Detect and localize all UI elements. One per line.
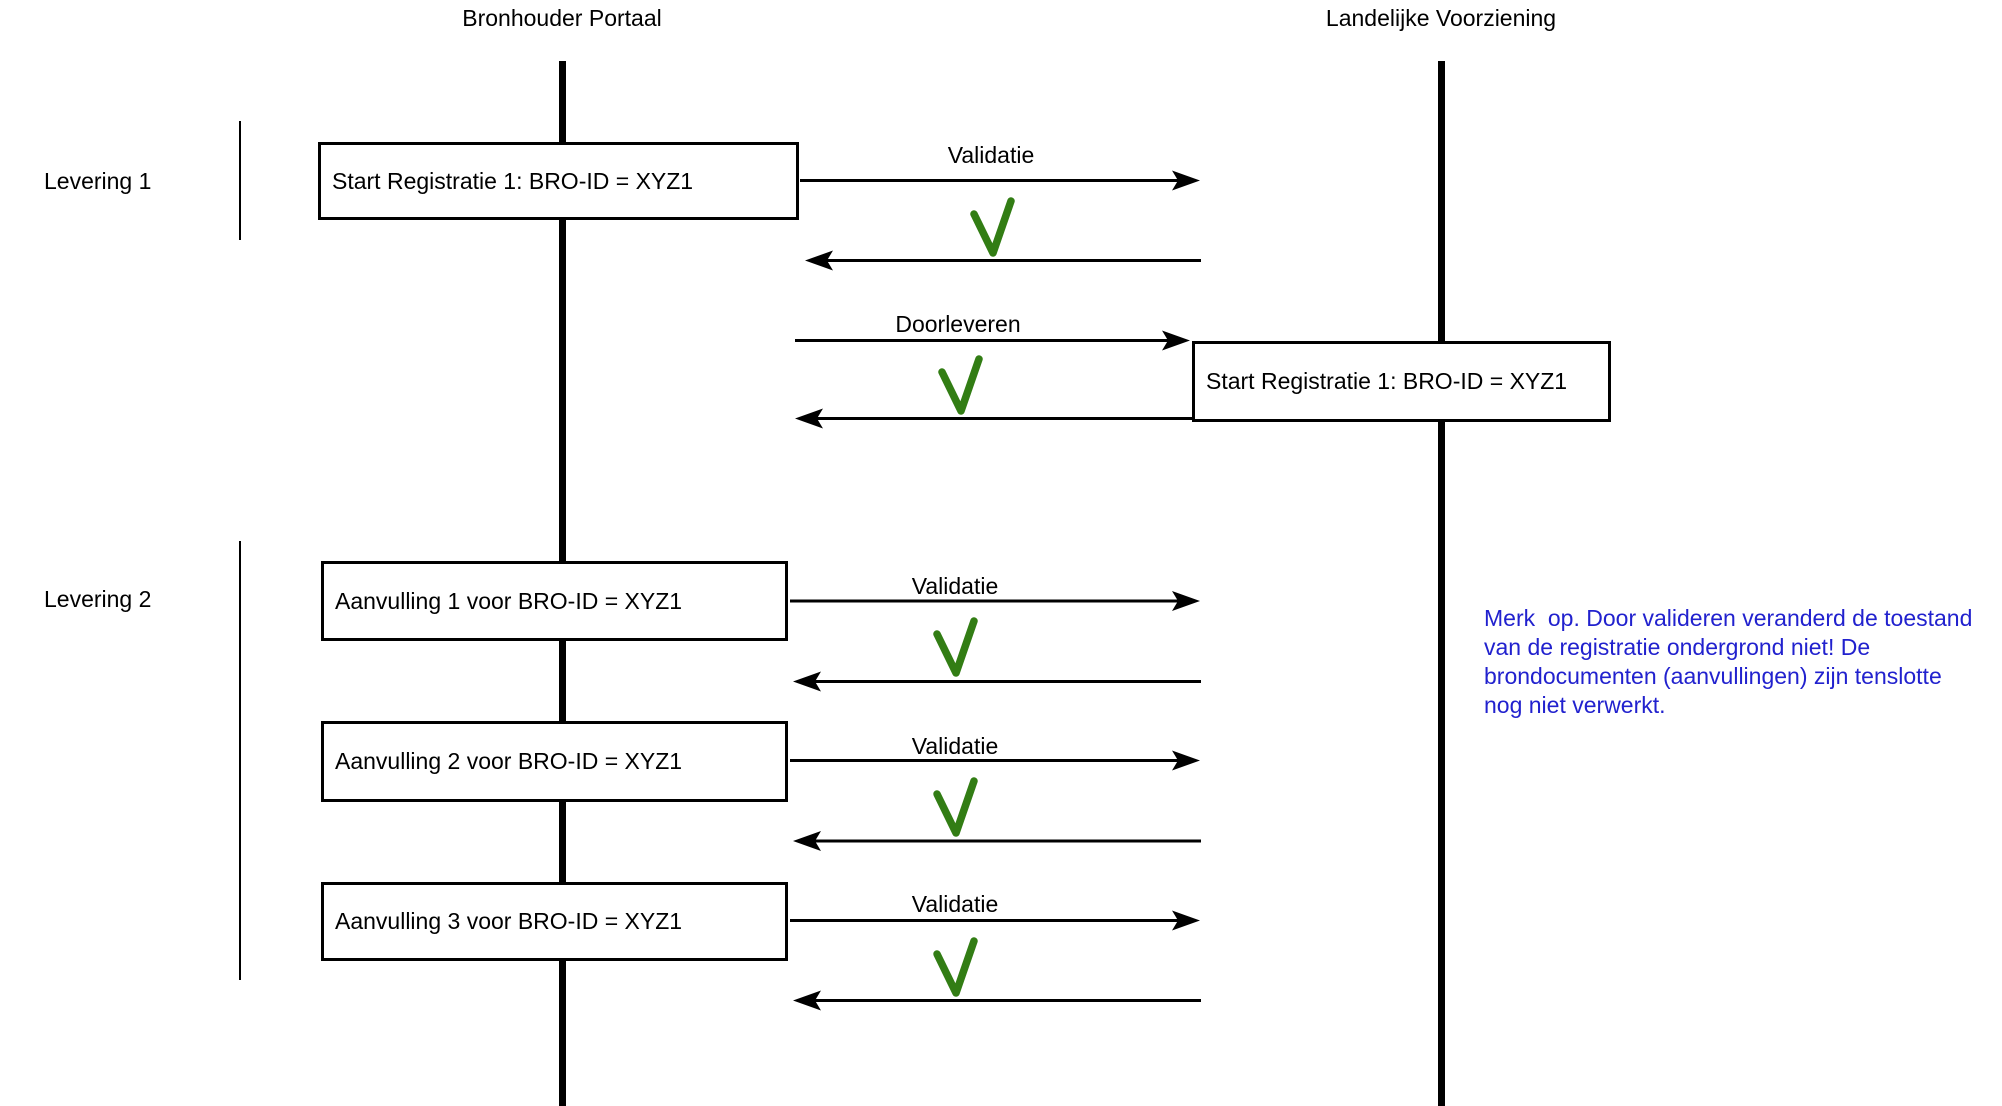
checkmark-icon bbox=[933, 777, 978, 837]
arrow-left-icon bbox=[793, 671, 821, 692]
message-box-text: Aanvulling 3 voor BRO-ID = XYZ1 bbox=[335, 908, 683, 934]
checkmark-icon bbox=[933, 617, 978, 677]
arrow-label-validatie-4: Validatie bbox=[911, 891, 999, 917]
arrow-left-icon bbox=[805, 250, 833, 271]
group-label-levering-2: Levering 2 bbox=[44, 586, 152, 612]
message-box-text: Start Registratie 1: BRO-ID = XYZ1 bbox=[1206, 368, 1568, 394]
arrow-right-icon bbox=[1172, 591, 1200, 611]
message-box-text: Start Registratie 1: BRO-ID = XYZ1 bbox=[332, 167, 694, 194]
checkmark-icon bbox=[933, 937, 978, 997]
arrow-left-icon bbox=[793, 990, 821, 1011]
message-box-start-registratie-portaal: Start Registratie 1: BRO-ID = XYZ1 bbox=[318, 142, 799, 220]
note-line: van de registratie ondergrond niet! De bbox=[1484, 634, 1871, 660]
message-box-text: Aanvulling 2 voor BRO-ID = XYZ1 bbox=[335, 748, 683, 774]
arrow-label-validatie-1: Validatie bbox=[947, 142, 1035, 168]
message-box-aanvulling-2: Aanvulling 2 voor BRO-ID = XYZ1 bbox=[321, 721, 788, 802]
actor-title-landelijke-voorziening: Landelijke Voorziening bbox=[1325, 5, 1557, 31]
note: Merk op. Door valideren veranderd de toe… bbox=[1484, 604, 2002, 720]
arrow-right-icon bbox=[1172, 170, 1200, 191]
actor-title-bronhouder-portaal: Bronhouder Portaal bbox=[462, 5, 662, 31]
arrow-label-doorleveren: Doorleveren bbox=[895, 311, 1021, 337]
arrow-right-icon bbox=[1172, 910, 1200, 931]
arrow-right-icon bbox=[1162, 330, 1190, 351]
arrow-label-validatie-3: Validatie bbox=[911, 733, 999, 759]
message-box-aanvulling-3: Aanvulling 3 voor BRO-ID = XYZ1 bbox=[321, 882, 788, 961]
group-label-levering-1: Levering 1 bbox=[44, 168, 152, 194]
note-line: brondocumenten (aanvullingen) zijn tensl… bbox=[1484, 663, 1942, 689]
checkmark-icon bbox=[970, 197, 1015, 257]
note-line: nog niet verwerkt. bbox=[1484, 692, 1666, 718]
arrow-left-icon bbox=[793, 831, 821, 851]
arrow-left-icon bbox=[795, 408, 823, 429]
note-line: Merk op. Door valideren veranderd de toe… bbox=[1484, 605, 1973, 631]
message-box-start-registratie-lv: Start Registratie 1: BRO-ID = XYZ1 bbox=[1192, 341, 1611, 422]
arrow-label-validatie-2: Validatie bbox=[911, 573, 999, 599]
checkmark-icon bbox=[938, 355, 983, 415]
message-box-aanvulling-1: Aanvulling 1 voor BRO-ID = XYZ1 bbox=[321, 561, 788, 641]
message-box-text: Aanvulling 1 voor BRO-ID = XYZ1 bbox=[335, 587, 683, 614]
arrow-right-icon bbox=[1172, 750, 1200, 771]
